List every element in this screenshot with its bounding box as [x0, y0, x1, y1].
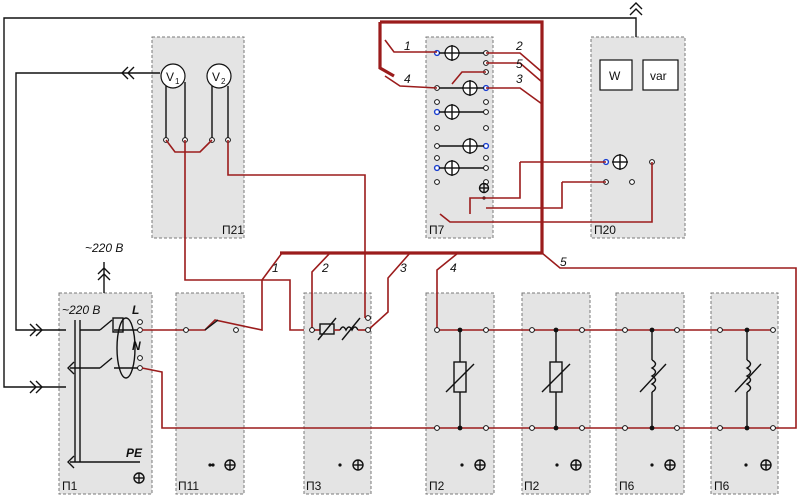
terminal[interactable]: [137, 319, 143, 325]
wire-label-5: 5: [560, 255, 567, 269]
terminal[interactable]: [137, 365, 143, 371]
var-label: var: [650, 69, 667, 83]
varmeter: [642, 59, 679, 91]
load-p6-a: [622, 327, 680, 431]
panel-label-p7: П7: [429, 223, 445, 237]
supply-label-top: ~220 В: [85, 241, 123, 255]
wire-label-3: 3: [400, 261, 407, 275]
arrow-left-icon: [67, 455, 75, 469]
panel-p6-b: П6: [710, 292, 779, 495]
terminal[interactable]: [137, 327, 143, 333]
feed-line-voltmeter: [15, 72, 160, 331]
arrow-left-icon: [121, 66, 129, 80]
rcd-sensor: [116, 317, 136, 379]
w-label: W: [609, 69, 621, 83]
panel-label-p1: П1: [62, 479, 78, 493]
arrow-left-icon: [67, 361, 75, 375]
ground-icon: [478, 182, 490, 194]
panel-p3: П3: [303, 292, 372, 495]
p7-wire-label-3: 3: [516, 72, 523, 86]
main-bus: [280, 20, 544, 255]
phase-label-l: L: [132, 303, 139, 317]
wattmeter-w: [599, 59, 633, 91]
feed-line-top: [3, 17, 637, 388]
ground-icon: [555, 459, 582, 471]
ct-4: [434, 138, 490, 161]
load-p2-a: [434, 327, 489, 431]
terminal[interactable]: [365, 327, 371, 333]
ground-label-pe: PE: [126, 446, 143, 460]
voltmeter-v2: [206, 63, 232, 89]
terminal[interactable]: [233, 327, 239, 333]
p7-wire-label-5: 5: [516, 57, 523, 71]
terminal[interactable]: [629, 179, 635, 185]
arrow-right-icon: [29, 323, 37, 337]
terminal[interactable]: [183, 327, 189, 333]
red-wires: [141, 39, 797, 467]
panel-label-p11: П11: [178, 479, 199, 493]
ct-1: [433, 45, 489, 66]
bus-outline: [280, 20, 544, 255]
load-p2-b: [529, 327, 585, 431]
arrow-up-icon: [629, 2, 643, 10]
feed-lines: ~220 В: [3, 2, 643, 394]
panel-p7: П7: [425, 36, 494, 239]
panel-ground-symbols: [208, 459, 772, 471]
p7-wire-label-2: 2: [515, 39, 523, 53]
terminal[interactable]: [365, 315, 371, 321]
supply-label-p1: ~220 В: [62, 303, 100, 317]
wire-label-2: 2: [321, 261, 329, 275]
arrow-up-icon: [97, 267, 111, 275]
bus-left: [378, 22, 395, 78]
panel-label-p3: П3: [306, 479, 322, 493]
arrow-up-icon: [629, 8, 643, 16]
panel-label-p20: П20: [594, 223, 616, 237]
panel-p6-a: П6: [615, 292, 685, 495]
arrow-up-icon: [97, 273, 111, 281]
v1-label: V: [166, 70, 174, 84]
ground-icon: [650, 459, 676, 471]
p7-wire-label-1: 1: [404, 39, 411, 53]
panel-label-p2-a: П2: [429, 479, 445, 493]
wire-label-1: 1: [272, 261, 279, 275]
wire-labels: 1 2 3 4 5 1 4 2 5 3: [272, 39, 567, 275]
voltmeter-v1: [160, 63, 186, 89]
p20-wattmeter: W var: [599, 59, 679, 185]
ct-5: [433, 160, 489, 185]
ground-icon: [460, 459, 486, 471]
ct-3: [433, 104, 489, 131]
v2-sub: 2: [221, 77, 226, 86]
arrow-right-icon: [35, 323, 43, 337]
v1-sub: 1: [175, 77, 180, 86]
ground-icon: [208, 459, 236, 471]
arrow-right-icon: [29, 380, 37, 394]
panel-label-p6-b: П6: [714, 479, 730, 493]
panel-label-p21: П21: [222, 223, 244, 237]
arrow-right-icon: [35, 380, 43, 394]
phase-label-n: N: [132, 339, 141, 353]
load-p6-b: [717, 327, 776, 431]
p1-supply-module: ~220 В L N PE: [62, 303, 145, 484]
p7-current-transformers: [433, 45, 490, 200]
arrow-left-icon: [127, 66, 135, 80]
ground-icon: [744, 459, 772, 471]
v2-label: V: [212, 70, 220, 84]
panel-label-p2-b: П2: [524, 479, 540, 493]
terminal[interactable]: [137, 355, 143, 361]
p7-wire-label-4: 4: [404, 72, 411, 86]
panel-label-p6-a: П6: [619, 479, 635, 493]
ground-icon: [338, 459, 364, 471]
wire-label-4: 4: [450, 261, 457, 275]
terminal[interactable]: [309, 327, 315, 333]
